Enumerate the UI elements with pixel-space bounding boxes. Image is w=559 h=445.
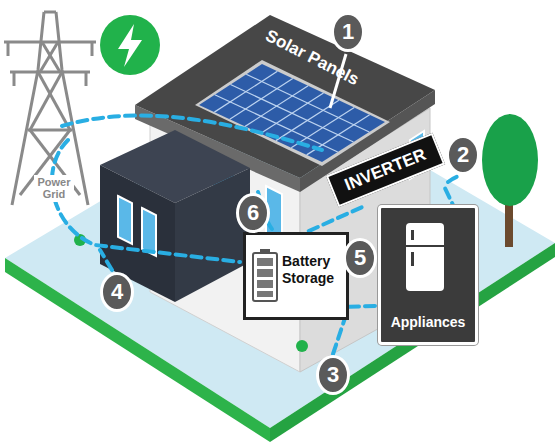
panel-grid-line <box>261 93 324 134</box>
energy-flow-connector <box>445 189 453 205</box>
annex-wall <box>175 168 250 302</box>
panel-grid-line <box>230 79 293 120</box>
callout-number: 1 <box>331 12 365 52</box>
appliances-box: Appliances <box>378 205 478 345</box>
energy-flow-connector <box>307 207 362 232</box>
solar-frame <box>195 60 390 166</box>
lightning-icon <box>118 24 142 67</box>
tree-crown <box>482 114 538 206</box>
green-dot <box>296 340 308 352</box>
node-text: Appliances <box>381 314 475 330</box>
battery-icon <box>252 249 278 303</box>
part-label: Power Grid <box>34 175 74 202</box>
fridge-icon <box>405 222 445 292</box>
energy-flow-connector <box>349 306 378 307</box>
battery-storage-box: Battery Storage <box>243 232 349 320</box>
node-text: Battery Storage <box>282 253 340 287</box>
callout-number: 3 <box>316 355 350 395</box>
callout-number: 6 <box>236 193 270 233</box>
panel-grid-line <box>245 86 308 127</box>
callout-number: 5 <box>343 238 377 278</box>
window <box>118 196 132 244</box>
callout-number: 4 <box>100 272 134 312</box>
energy-badge <box>100 15 160 75</box>
power-tower <box>4 12 96 205</box>
panel-grid-line <box>214 71 277 112</box>
callout-number: 2 <box>446 135 480 175</box>
